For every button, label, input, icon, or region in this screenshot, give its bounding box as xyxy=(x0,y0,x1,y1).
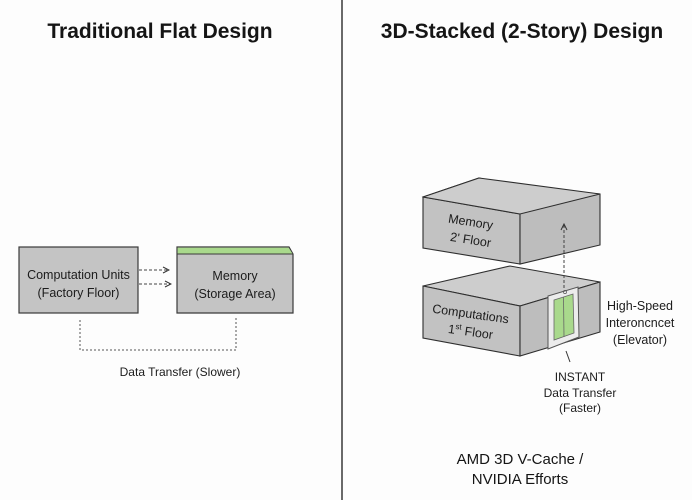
elevator-label-line3: (Elevator) xyxy=(612,333,668,347)
title-traditional-flat-design: Traditional Flat Design xyxy=(47,20,273,43)
second-floor-label: 2' Floor xyxy=(449,230,492,250)
elevator-label-line1: High-Speed xyxy=(606,299,673,313)
vendor-examples-label: AMD 3D V-Cache / NVIDIA Efforts xyxy=(420,450,620,490)
elevator-indicator xyxy=(563,290,567,294)
memory-block-2nd-floor: Memory 2' Floor xyxy=(421,177,601,265)
vendor-label-line2: NVIDIA Efforts xyxy=(471,471,569,488)
arrow-compute-to-memory xyxy=(139,270,171,284)
first-floor-label: 1st Floor xyxy=(447,321,494,342)
instant-pointer-line xyxy=(565,350,571,363)
data-transfer-slower-label: Data Transfer (Slower) xyxy=(119,365,241,379)
factory-floor-label: (Factory Floor) xyxy=(38,286,120,300)
instant-data-transfer-label: INSTANT Data Transfer (Faster) xyxy=(520,370,640,417)
memory-label: Memory xyxy=(212,269,258,283)
panel-divider xyxy=(341,0,343,500)
instant-label-line1: INSTANT xyxy=(554,370,606,384)
compute-units-box: Computation Units (Factory Floor) xyxy=(18,246,139,314)
elevator-interconnect xyxy=(547,286,580,350)
compute-units-label: Computation Units xyxy=(27,268,130,282)
instant-label-line3: (Faster) xyxy=(559,401,601,415)
data-transfer-path xyxy=(79,318,237,351)
memory-accent-bar xyxy=(177,247,293,254)
memory-box: Memory (Storage Area) xyxy=(176,246,294,314)
compute-block-1st-floor: Computations 1st Floor xyxy=(422,265,601,357)
vendor-label-line1: AMD 3D V-Cache / xyxy=(456,451,584,468)
high-speed-interconnect-label: High-Speed Interoncncet (Elevator) xyxy=(590,298,690,349)
storage-area-label: (Storage Area) xyxy=(194,287,275,301)
title-3d-stacked-design: 3D-Stacked (2-Story) Design xyxy=(380,20,664,43)
elevator-label-line2: Interoncncet xyxy=(605,316,675,330)
instant-label-line2: Data Transfer xyxy=(543,385,617,400)
